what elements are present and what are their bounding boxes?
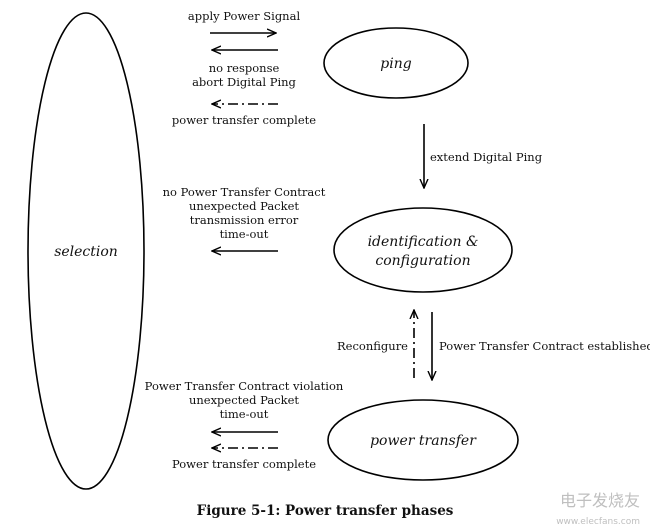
label-power-transfer-complete-ping: power transfer complete bbox=[172, 113, 316, 127]
state-identification-configuration bbox=[333, 207, 513, 293]
state-power-transfer-label: power transfer bbox=[370, 433, 477, 449]
state-identification-label-1: identification & bbox=[368, 234, 479, 250]
state-selection bbox=[27, 12, 145, 490]
label-abort-digital-ping: abort Digital Ping bbox=[192, 75, 296, 89]
state-ping-label: ping bbox=[380, 56, 411, 72]
label-unexpected-packet-id: unexpected Packet bbox=[189, 199, 299, 213]
label-contract-established: Power Transfer Contract established bbox=[439, 339, 650, 353]
label-transmission-error: transmission error bbox=[190, 213, 299, 227]
label-power-transfer-complete-pt: Power transfer complete bbox=[172, 457, 316, 471]
watermark: 电子发烧友 www.elecfans.com bbox=[556, 491, 640, 527]
label-no-contract: no Power Transfer Contract bbox=[163, 185, 326, 199]
label-reconfigure: Reconfigure bbox=[337, 339, 408, 353]
watermark-text: 电子发烧友 bbox=[560, 491, 640, 510]
state-identification-label-2: configuration bbox=[375, 253, 470, 269]
watermark-url: www.elecfans.com bbox=[556, 517, 640, 527]
figure-caption: Figure 5-1: Power transfer phases bbox=[197, 503, 454, 519]
state-power-transfer bbox=[327, 399, 519, 481]
label-apply-power-signal: apply Power Signal bbox=[188, 9, 301, 23]
state-ping bbox=[323, 27, 469, 99]
label-extend-digital-ping: extend Digital Ping bbox=[430, 150, 543, 164]
label-unexpected-packet-pt: unexpected Packet bbox=[189, 393, 299, 407]
state-selection-label: selection bbox=[54, 244, 118, 260]
label-timeout-pt: time-out bbox=[220, 407, 269, 421]
label-no-response: no response bbox=[209, 61, 280, 75]
label-contract-violation: Power Transfer Contract violation bbox=[145, 379, 344, 393]
label-timeout-id: time-out bbox=[220, 227, 269, 241]
